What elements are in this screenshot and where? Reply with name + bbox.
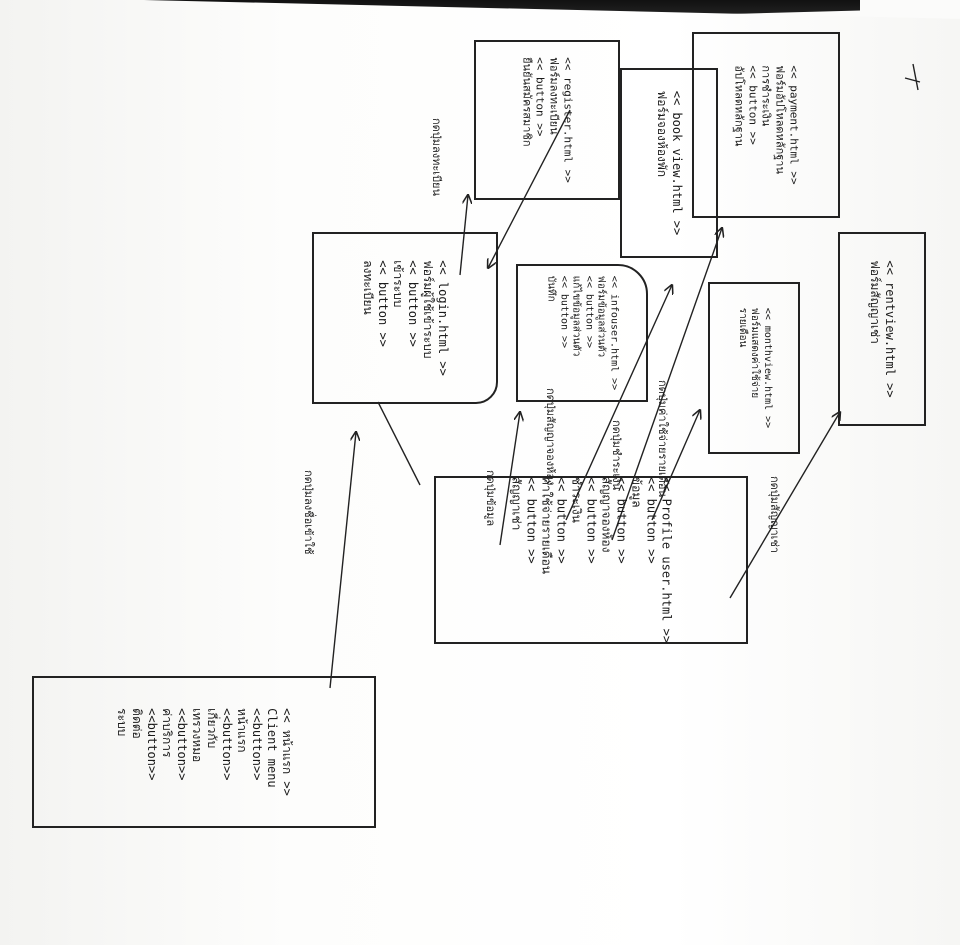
- profile-line-11: สัญญาเช่า: [509, 476, 524, 531]
- main-line-2: Client menu: [265, 708, 279, 788]
- register-line-4: ยืนยันสมัครสมาชิก: [520, 57, 534, 147]
- box-rentview-text: << rentview.html >> ฟอร์มสัญญาเช่า: [867, 260, 897, 397]
- main-line-11: ติดต่อ: [130, 708, 144, 739]
- box-profile-text: << Profile user.html >> << button >> ข้อ…: [509, 477, 674, 643]
- label-profile-payment: กดปุ่มชำระเงิน: [610, 420, 623, 491]
- box-infouser: << infouser.html >> ฟอร์มข้อมูลส่วนตัว <…: [516, 264, 648, 402]
- label-profile-rent: กดปุ่มสัญญาเช่า: [768, 476, 781, 554]
- profile-line-8: << button >>: [554, 476, 569, 564]
- infouser-line-5: << button >>: [558, 275, 570, 349]
- rentview-line-1: << rentview.html >>: [883, 260, 897, 398]
- edge-profile-info: [499, 412, 520, 546]
- edge-main-login: [329, 432, 356, 689]
- register-line-1: << register.html >>: [561, 57, 575, 183]
- edge-register-login: [488, 109, 571, 268]
- bookview-line-2: ฟอร์มจองห้องพัก: [655, 90, 669, 178]
- payment-line-3: การชำระเงิน: [759, 65, 773, 127]
- box-payment: << payment.html >> ฟอร์มอัปโหลดหลักฐาน ก…: [692, 32, 840, 218]
- login-line-3: << button >>: [406, 260, 420, 347]
- monthview-line-2: ฟอร์มแสดงค่าใช้จ่าย: [749, 307, 761, 399]
- profile-line-10: << button >>: [524, 476, 539, 564]
- login-line-4: เข้าระบบ: [391, 260, 405, 308]
- main-line-8: <<button>>: [175, 708, 189, 781]
- login-line-6: ลงทะเบียน: [361, 260, 375, 315]
- edge-corner-mark: [904, 63, 921, 91]
- register-line-2: ฟอร์มลงทะเบียน: [547, 57, 561, 135]
- edge-profile-rent: [729, 412, 840, 599]
- rentview-line-2: ฟอร์มสัญญาเช่า: [868, 260, 882, 344]
- box-profile: << Profile user.html >> << button >> ข้อ…: [434, 476, 748, 644]
- login-line-5: << button >>: [376, 260, 390, 347]
- edge-profile-book: [565, 285, 672, 521]
- login-line-2: ฟอร์มผู้ใช้เข้าระบบ: [421, 260, 435, 359]
- box-register-text: << register.html >> ฟอร์มลงทะเบียน << bu…: [520, 57, 575, 183]
- profile-line-4: << button >>: [614, 476, 629, 564]
- edge-login-register: [459, 195, 468, 276]
- payment-line-1: << payment.html >>: [787, 65, 801, 185]
- payment-line-4: << button >>: [746, 65, 760, 145]
- label-profile-book: กดปุ่มสัญญาจองห้อง: [544, 388, 557, 486]
- label-main-login: กดปุ่มลงชื่อเข้าใช้: [302, 470, 315, 555]
- monthview-line-3: รายเดือน: [736, 307, 748, 348]
- main-line-4: หน้าแรก: [235, 708, 249, 753]
- profile-line-6: << button >>: [584, 476, 599, 564]
- infouser-line-4: แก้ไขข้อมูลส่วนตัว: [571, 275, 582, 357]
- main-line-9: ค่าบริการ: [160, 708, 174, 758]
- box-monthview: << monthview.html >> ฟอร์มแสดงค่าใช้จ่าย…: [708, 282, 800, 454]
- box-bookview-text: << book view.html >> ฟอร์มจองห้องพัก: [654, 91, 684, 236]
- edge-profile-login: [377, 401, 421, 486]
- main-line-5: <<button>>: [220, 708, 234, 781]
- main-line-10: <<button>>: [145, 708, 159, 781]
- box-bookview: << book view.html >> ฟอร์มจองห้องพัก: [620, 68, 718, 258]
- payment-line-2: ฟอร์มอัปโหลดหลักฐาน: [773, 65, 787, 174]
- main-line-6: เกี่ยวกับ: [205, 708, 219, 749]
- infouser-line-6: บันทึก: [546, 275, 557, 302]
- bookview-line-1: << book view.html >>: [670, 90, 684, 236]
- box-infouser-text: << infouser.html >> ฟอร์มข้อมูลส่วนตัว <…: [545, 276, 620, 390]
- edge-profile-month: [651, 410, 700, 521]
- main-line-1: << หน้าแรก >>: [280, 708, 294, 796]
- box-login: << login.html >> ฟอร์มผู้ใช้เข้าระบบ << …: [312, 232, 498, 404]
- profile-line-7: ชำระเงิน: [569, 476, 584, 523]
- payment-line-5: อัปโหลดหลักฐาน: [732, 65, 746, 147]
- login-line-1: << login.html >>: [436, 260, 450, 376]
- box-main-menu: << หน้าแรก >> Client menu <<button>> หน้…: [32, 676, 376, 828]
- box-login-text: << login.html >> ฟอร์มผู้ใช้เข้าระบบ << …: [360, 260, 450, 376]
- box-rentview: << rentview.html >> ฟอร์มสัญญาเช่า: [838, 232, 926, 426]
- label-profile-info: กดปุ่มข้อมูล: [484, 470, 497, 527]
- box-main-menu-text: << หน้าแรก >> Client menu <<button>> หน้…: [114, 708, 294, 796]
- register-line-3: << button >>: [534, 57, 547, 137]
- label-profile-month: กดปุ่มค่าใช้จ่ายรายเดือน: [656, 380, 669, 498]
- profile-line-3: ข้อมูล: [629, 476, 644, 508]
- box-payment-text: << payment.html >> ฟอร์มอัปโหลดหลักฐาน ก…: [732, 65, 801, 185]
- label-login-register: กดปุ่มลงทะเบียน: [430, 118, 443, 197]
- profile-line-5: สัญญาจองห้อง: [599, 476, 614, 553]
- main-line-7: เทรวงหมอ: [190, 708, 204, 763]
- profile-line-1: << Profile user.html >>: [659, 476, 674, 644]
- box-register: << register.html >> ฟอร์มลงทะเบียน << bu…: [474, 40, 620, 200]
- main-line-3: <<button>>: [250, 708, 264, 781]
- profile-line-2: << button >>: [644, 476, 659, 564]
- infouser-line-2: ฟอร์มข้อมูลส่วนตัว: [596, 275, 607, 358]
- profile-line-9: ค่าใช้จ่ายรายเดือน: [539, 476, 554, 575]
- infouser-line-1: << infouser.html >>: [608, 275, 620, 391]
- edge-profile-payment: [611, 228, 722, 541]
- infouser-line-3: << button >>: [583, 275, 595, 349]
- main-line-12: ระบบ: [115, 708, 129, 737]
- box-monthview-text: << monthview.html >> ฟอร์มแสดงค่าใช้จ่าย…: [735, 308, 773, 428]
- monthview-line-1: << monthview.html >>: [761, 307, 773, 429]
